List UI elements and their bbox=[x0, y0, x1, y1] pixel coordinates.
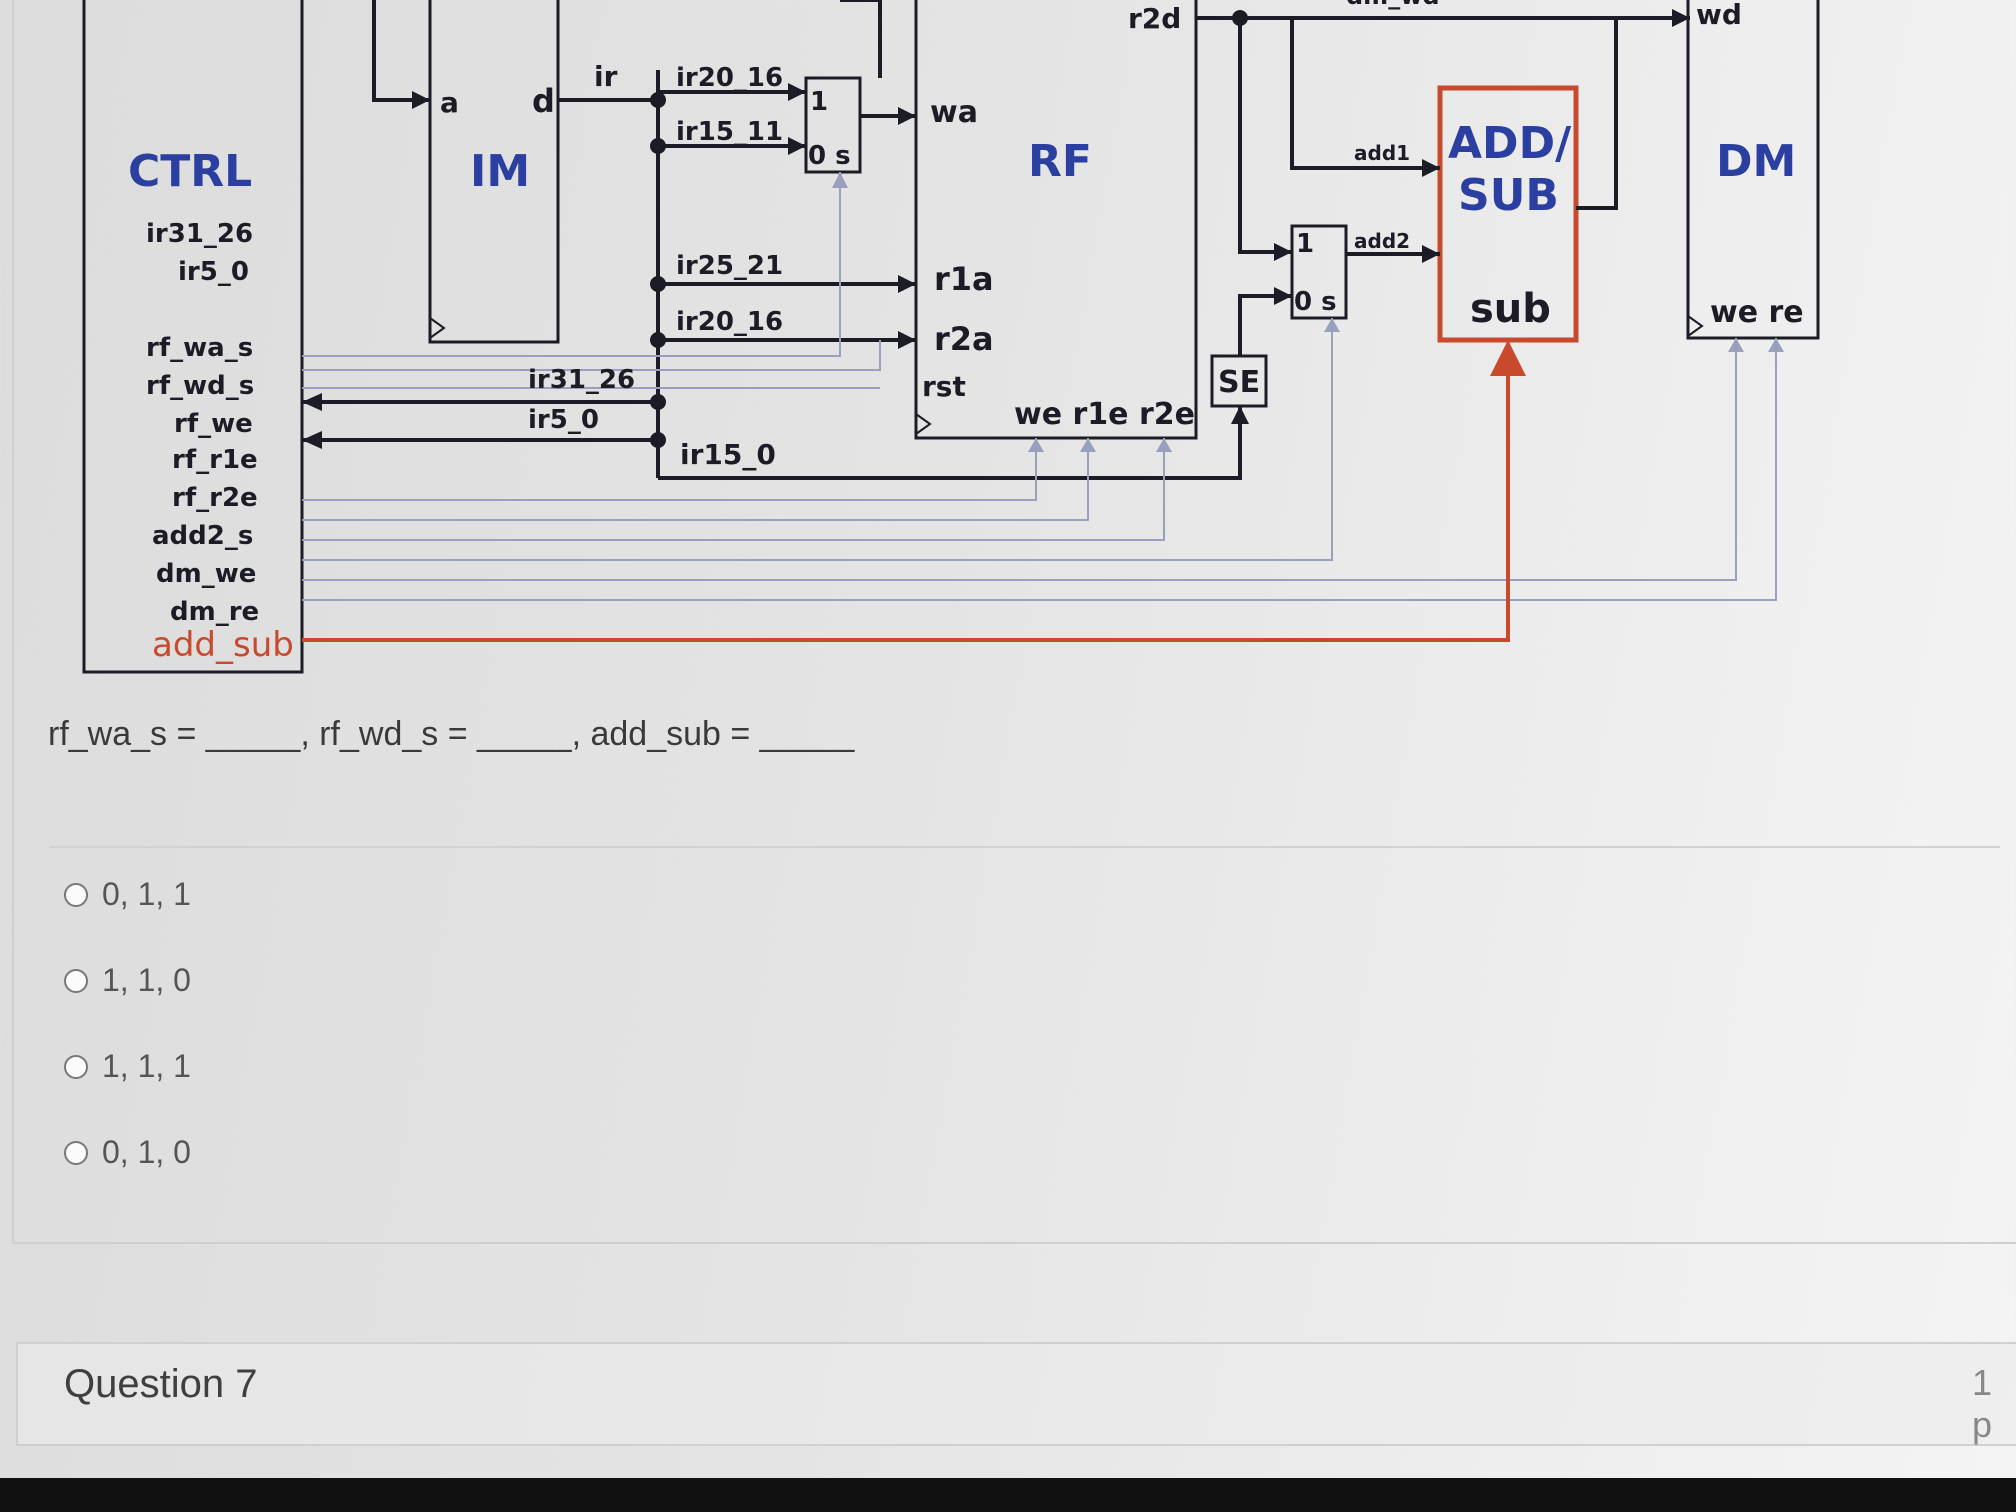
radio-button-icon[interactable] bbox=[64, 882, 88, 907]
im-title: IM bbox=[470, 146, 530, 197]
mux-wa-zero-s: 0 s bbox=[808, 141, 851, 171]
rf-port-wa: wa bbox=[930, 95, 978, 130]
wire-ir20-16: ir20_16 bbox=[676, 307, 783, 337]
addsub-port-add1: add1 bbox=[1354, 141, 1410, 165]
answer-option-2[interactable]: 1, 1, 0 bbox=[64, 962, 191, 999]
mux-wa-one: 1 bbox=[810, 87, 828, 117]
wire-ir20-16-top: ir20_16 bbox=[676, 63, 783, 93]
radio-button-icon[interactable] bbox=[64, 968, 88, 993]
dm-block bbox=[1686, 0, 1820, 340]
rf-port-r1a: r1a bbox=[934, 260, 994, 298]
answer-option-1[interactable]: 0, 1, 1 bbox=[64, 876, 191, 913]
addsub-title-line1: ADD/ bbox=[1448, 118, 1572, 169]
next-question-card bbox=[16, 1342, 2016, 1446]
dm-port-we-re: we re bbox=[1710, 295, 1804, 330]
ctrl-output-rf-we: rf_we bbox=[174, 409, 253, 439]
rf-title: RF bbox=[1028, 136, 1092, 187]
wire-ir5-0: ir5_0 bbox=[528, 405, 599, 435]
im-block bbox=[428, 0, 560, 344]
ctrl-output-add-sub: add_sub bbox=[152, 625, 294, 665]
datapath-diagram: CTRL IM RF ADD/ SUB DM SE ir31_26 ir5_0 … bbox=[82, 0, 1820, 674]
mux-wa bbox=[804, 76, 862, 174]
question-text: rf_wa_s = _____, rf_wd_s = _____, add_su… bbox=[48, 715, 855, 753]
wire-ir15-11: ir15_11 bbox=[676, 117, 783, 147]
answer-option-3[interactable]: 1, 1, 1 bbox=[64, 1048, 191, 1085]
question-card-border bbox=[12, 0, 2016, 1244]
im-port-a: a bbox=[440, 86, 459, 119]
divider bbox=[50, 846, 2000, 848]
ctrl-output-rf-r1e: rf_r1e bbox=[172, 445, 258, 475]
screen-bottom-bezel bbox=[0, 1478, 2016, 1512]
ctrl-input-ir5-0: ir5_0 bbox=[178, 257, 249, 287]
ctrl-output-dm-re: dm_re bbox=[170, 597, 259, 627]
se-label: SE bbox=[1218, 365, 1260, 400]
next-question-title: Question 7 bbox=[64, 1362, 258, 1406]
dm-title: DM bbox=[1716, 136, 1796, 187]
rf-port-r2d: r2d bbox=[1128, 2, 1181, 35]
radio-button-icon[interactable] bbox=[64, 1140, 88, 1165]
addsub-port-sub: sub bbox=[1470, 286, 1551, 332]
ctrl-output-dm-we: dm_we bbox=[156, 559, 256, 589]
addsub-port-add2: add2 bbox=[1354, 229, 1410, 253]
wire-ir31-26: ir31_26 bbox=[528, 365, 635, 395]
im-port-d: d bbox=[532, 82, 555, 120]
wire-ir25-21: ir25_21 bbox=[676, 251, 783, 281]
answer-option-4[interactable]: 0, 1, 0 bbox=[64, 1134, 191, 1171]
ctrl-output-rf-wd-s: rf_wd_s bbox=[146, 371, 254, 401]
wire-ir15-0: ir15_0 bbox=[680, 438, 776, 471]
mux-add2-one: 1 bbox=[1296, 229, 1314, 259]
ctrl-output-rf-r2e: rf_r2e bbox=[172, 483, 258, 513]
ctrl-output-add2-s: add2_s bbox=[152, 521, 253, 551]
dm-port-wd: wd bbox=[1696, 0, 1742, 31]
ctrl-title: CTRL bbox=[128, 146, 252, 197]
ctrl-input-ir31-26: ir31_26 bbox=[146, 219, 253, 249]
rf-block bbox=[914, 0, 1198, 440]
answer-option-label: 1, 1, 0 bbox=[102, 962, 191, 998]
wire-ir: ir bbox=[594, 60, 618, 93]
addsub-title-line2: SUB bbox=[1458, 170, 1559, 221]
next-question-points: 1 p bbox=[1972, 1362, 1993, 1445]
answer-option-label: 0, 1, 0 bbox=[102, 1134, 191, 1170]
ctrl-output-rf-wa-s: rf_wa_s bbox=[146, 333, 253, 363]
rf-port-r2a: r2a bbox=[934, 320, 994, 358]
mux-add2-zero-s: 0 s bbox=[1294, 287, 1337, 317]
mux-add2 bbox=[1290, 224, 1348, 320]
rf-port-we-r1e-r2e: we r1e r2e bbox=[1014, 397, 1195, 432]
answer-option-label: 1, 1, 1 bbox=[102, 1048, 191, 1084]
answer-option-label: 0, 1, 1 bbox=[102, 876, 191, 912]
ctrl-block bbox=[82, 0, 304, 674]
radio-button-icon[interactable] bbox=[64, 1054, 88, 1079]
dm-wd-top-label: dm_wd bbox=[1346, 0, 1440, 10]
rf-port-rst: rst bbox=[922, 370, 966, 403]
